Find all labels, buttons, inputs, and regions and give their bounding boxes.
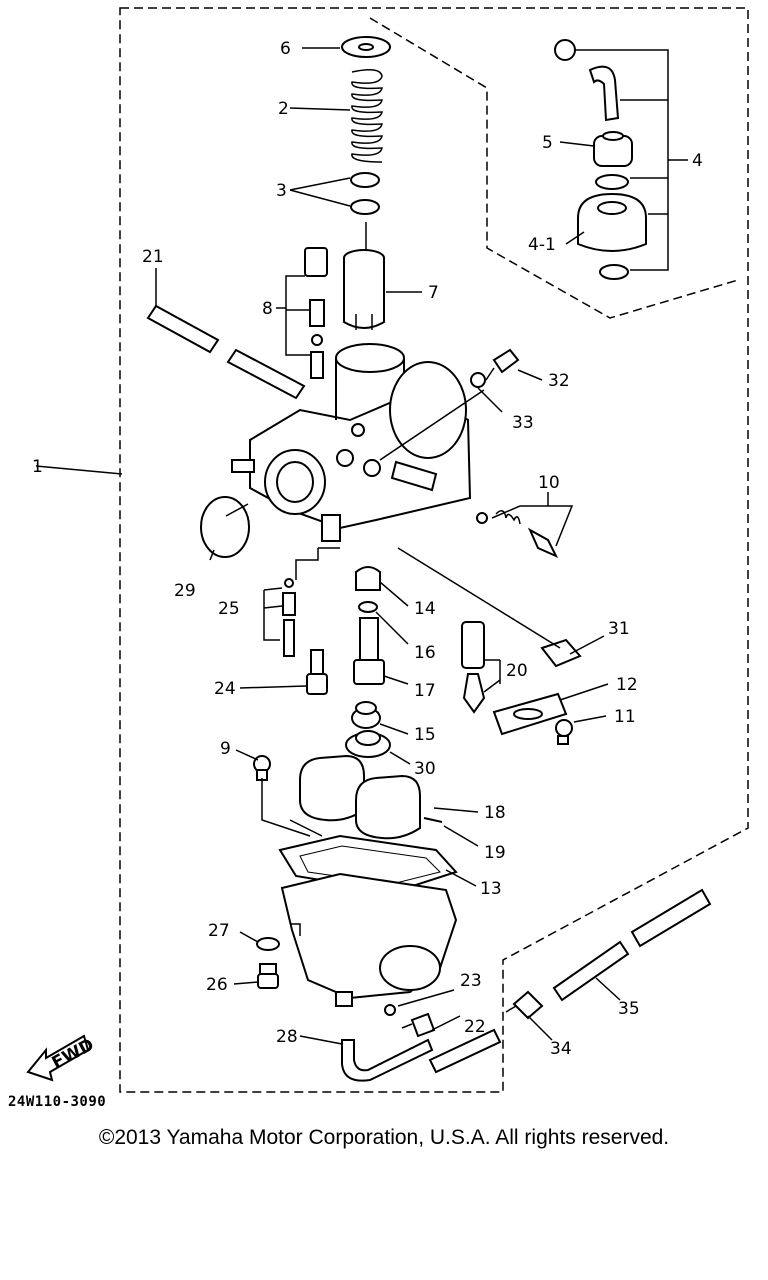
callout-labels: 1 2 3 4 4-1 5 6 7 8 9 10 11 12 13 14 15 … (32, 39, 703, 1059)
callout-18: 18 (484, 803, 506, 823)
part-18-float (299, 754, 421, 840)
callout-8: 8 (262, 299, 273, 319)
part-8-air-screw (304, 247, 328, 379)
callout-1: 1 (32, 457, 43, 477)
callout-4-1: 4-1 (528, 235, 556, 255)
part-29-o-ring (200, 496, 250, 558)
callout-10: 10 (538, 473, 560, 493)
fwd-label: FWD (49, 1035, 98, 1074)
part-6-washer (341, 36, 391, 58)
callout-13: 13 (480, 879, 502, 899)
part-34-fitting (505, 990, 544, 1020)
callout-12: 12 (616, 675, 638, 695)
part-5-cap-boot (593, 131, 633, 167)
part-31-plate (540, 638, 582, 668)
callout-32: 32 (548, 371, 570, 391)
part-23-o-ring (384, 1004, 396, 1016)
callout-23: 23 (460, 971, 482, 991)
callout-7: 7 (428, 283, 439, 303)
callout-5: 5 (542, 133, 553, 153)
callout-2: 2 (278, 99, 289, 119)
part-19-pin (423, 817, 443, 823)
callout-24: 24 (214, 679, 236, 699)
part-4-1-cap (577, 192, 647, 252)
callout-21: 21 (142, 247, 164, 267)
fwd-arrow-icon: FWD (26, 1034, 98, 1082)
part-17-needle-jet (353, 617, 385, 685)
part-20-needle-valve (461, 621, 486, 714)
part-12-float-plate (492, 692, 568, 736)
part-16-o-ring (358, 601, 378, 613)
leader-lines (35, 47, 688, 1045)
diagram-reference-code: 24W110-3090 (8, 1094, 107, 1110)
part-3-clips (350, 172, 380, 215)
part-33-washer (470, 372, 486, 388)
part-14-needle-jet-holder (355, 566, 381, 591)
part-32-screw (485, 348, 520, 381)
float-bowl (280, 872, 458, 1007)
drain-hose-extension (428, 1028, 502, 1074)
part-10-throttle-stop-screw (476, 510, 559, 559)
part-26-drain-screw (257, 963, 279, 989)
callout-19: 19 (484, 843, 506, 863)
callout-4: 4 (692, 151, 703, 171)
part-28-drain-hose (341, 1038, 434, 1082)
part-7-throttle-valve (343, 249, 385, 330)
callout-14: 14 (414, 599, 436, 619)
callout-30: 30 (414, 759, 436, 779)
part-15-main-jet (351, 701, 381, 729)
callout-28: 28 (276, 1027, 298, 1047)
callout-22: 22 (464, 1017, 486, 1037)
callout-15: 15 (414, 725, 436, 745)
callout-34: 34 (550, 1039, 572, 1059)
part-21-hose (146, 304, 306, 400)
copyright-notice: ©2013 Yamaha Motor Corporation, U.S.A. A… (98, 1126, 670, 1149)
callout-6: 6 (280, 39, 291, 59)
callout-3: 3 (276, 181, 287, 201)
callout-27: 27 (208, 921, 230, 941)
callout-16: 16 (414, 643, 436, 663)
part-22-drain-screw (401, 1012, 436, 1038)
part-35-fuel-hose (552, 888, 712, 1002)
part-2-spring (351, 69, 383, 163)
callout-26: 26 (206, 975, 228, 995)
part-24-pilot-jet (306, 649, 328, 695)
callout-11: 11 (614, 707, 636, 727)
callout-31: 31 (608, 619, 630, 639)
part-25-pilot-set (282, 578, 296, 657)
part-27-washer (256, 937, 280, 951)
part-4-cap-assembly (554, 39, 647, 280)
callout-20: 20 (506, 661, 528, 681)
part-11-screw (555, 719, 573, 745)
callout-29: 29 (174, 581, 196, 601)
callout-35: 35 (618, 999, 640, 1019)
callout-33: 33 (512, 413, 534, 433)
assembly-boundary (119, 7, 749, 1093)
cap-subassembly-boundary (369, 17, 739, 319)
callout-9: 9 (220, 739, 231, 759)
part-30-baffle (345, 730, 391, 758)
carburetor-body (231, 343, 472, 542)
callout-17: 17 (414, 681, 436, 701)
callout-25: 25 (218, 599, 240, 619)
